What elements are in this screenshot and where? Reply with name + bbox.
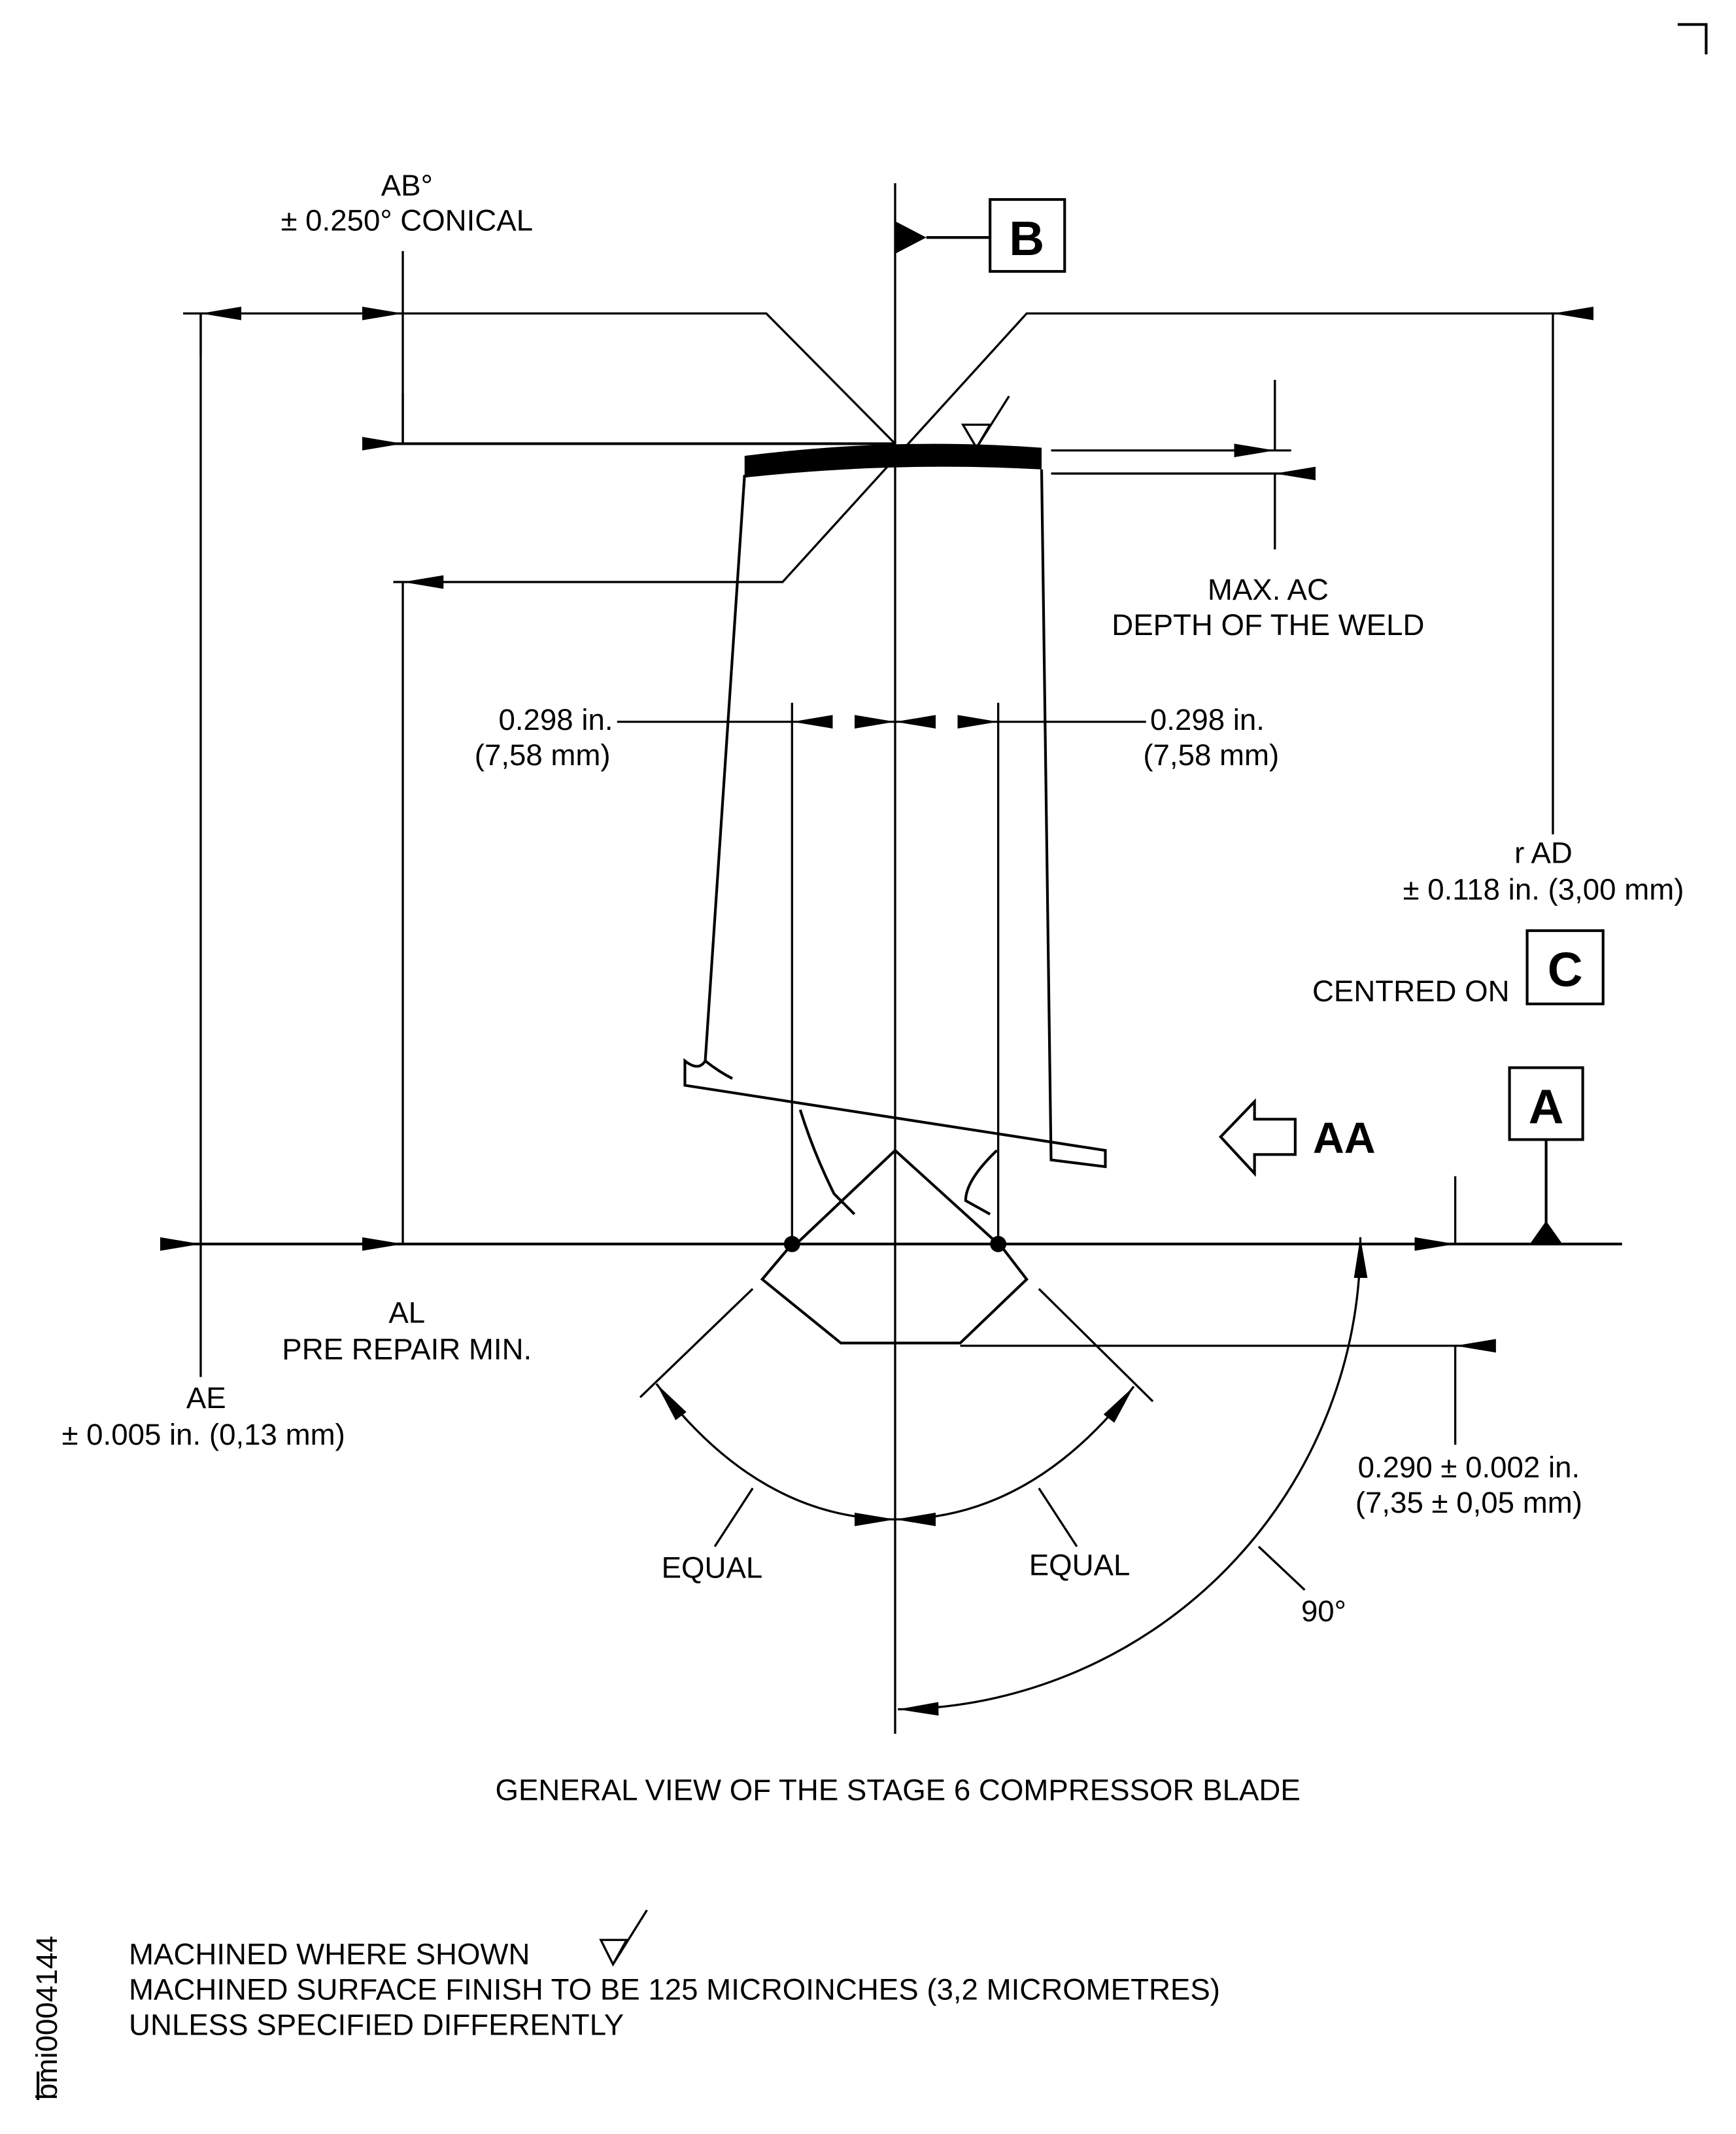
d290-in: 0.290 ± 0.002 in.: [1358, 1451, 1580, 1484]
compressor-blade: [683, 443, 1107, 1245]
right-298-mm: (7,58 mm): [1143, 738, 1279, 772]
al-label: AL: [388, 1296, 425, 1329]
surface-finish-icon: [599, 1909, 648, 1967]
datum-a: A: [1508, 1066, 1584, 1245]
datum-a-label: A: [1529, 1079, 1564, 1134]
ae-tolerance: ± 0.005 in. (0,13 mm): [61, 1418, 345, 1451]
ae-label: AE: [186, 1381, 226, 1415]
datum-c-label: C: [1548, 942, 1583, 997]
ac-dimension: [1051, 379, 1316, 550]
left-298-mm: (7,58 mm): [475, 738, 611, 772]
al-note: PRE REPAIR MIN.: [282, 1332, 532, 1366]
d290-mm: (7,35 ± 0,05 mm): [1355, 1486, 1582, 1519]
angle-leader: [1257, 1545, 1306, 1591]
surface-finish-icon: [961, 395, 1010, 450]
equal-left-label: EQUAL: [662, 1551, 763, 1584]
ab-label: AB°: [381, 169, 433, 202]
figure-title: GENERAL VIEW OF THE STAGE 6 COMPRESSOR B…: [495, 1774, 1300, 1807]
ab-tolerance: ± 0.250° CONICAL: [281, 204, 533, 237]
figure-id: bmi0004144: [30, 1936, 63, 2101]
view-arrow-label: AA: [1313, 1114, 1376, 1163]
angle-90-arc: [898, 1237, 1368, 1716]
note-3: UNLESS SPECIFIED DIFFERENTLY: [129, 2008, 624, 2041]
angle-label: 90°: [1301, 1594, 1346, 1628]
corner-mark: [1677, 23, 1708, 55]
left-298-in: 0.298 in.: [499, 703, 613, 736]
dim-298: [617, 702, 1146, 1252]
ad-label: r AD: [1514, 836, 1573, 869]
equal-angle-dimension: [639, 1288, 1154, 1547]
note-2: MACHINED SURFACE FINISH TO BE 125 MICROI…: [129, 1973, 1220, 2006]
ac-description: DEPTH OF THE WELD: [1112, 608, 1424, 642]
datum-b-label: B: [1009, 211, 1044, 266]
right-298-in: 0.298 in.: [1150, 703, 1265, 736]
centred-on-label: CENTRED ON: [1312, 974, 1510, 1008]
datum-b: B: [894, 198, 1066, 273]
ad-tolerance: ± 0.118 in. (3,00 mm): [1403, 872, 1684, 906]
figure-id-label: bmi0004144: [30, 1936, 63, 2100]
datum-c-box: [1525, 929, 1605, 1006]
note-1: MACHINED WHERE SHOWN: [129, 1938, 530, 1971]
view-arrow-icon: [1218, 1098, 1297, 1177]
equal-right-label: EQUAL: [1029, 1548, 1131, 1581]
ac-label: MAX. AC: [1208, 573, 1329, 606]
